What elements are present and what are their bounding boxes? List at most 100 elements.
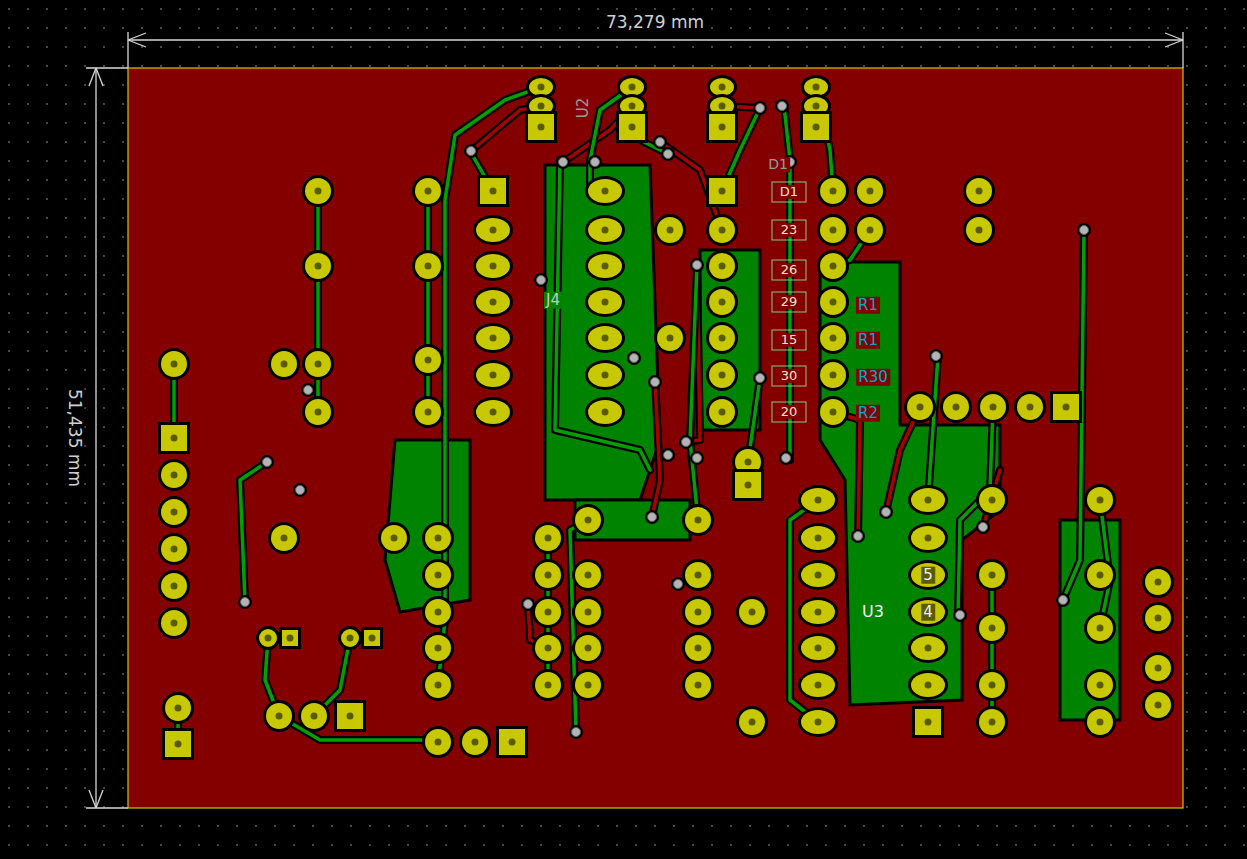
- reference-designator: R1: [856, 332, 880, 349]
- pad-clearance: [817, 175, 849, 207]
- pad-clearance: [654, 322, 686, 354]
- silkscreen-outline: [772, 182, 806, 202]
- via-clearance: [569, 725, 583, 739]
- drill-hole: [490, 409, 497, 416]
- pad-clearance: [908, 560, 948, 590]
- dimension-text: 51,435 mm: [66, 387, 85, 489]
- oval-pad: [801, 488, 835, 512]
- pad-clearance: [162, 728, 194, 760]
- drill-hole: [435, 572, 442, 579]
- part-number: 29: [779, 295, 800, 309]
- pad-clearance: [473, 287, 513, 317]
- pad: [1050, 391, 1082, 423]
- pad: [572, 669, 604, 701]
- pad: [736, 706, 768, 738]
- round-pad: [266, 703, 292, 729]
- pad-clearance: [706, 322, 738, 354]
- pad-clearance: [706, 214, 738, 246]
- square-pad: [619, 114, 645, 140]
- pad-clearance: [422, 726, 454, 758]
- pad: [158, 459, 190, 491]
- round-pad: [425, 635, 451, 661]
- pad-clearance: [412, 175, 444, 207]
- pad-clearance: [682, 504, 714, 536]
- pad-clearance: [279, 627, 301, 649]
- round-pad: [820, 325, 846, 351]
- pad-clearance: [334, 700, 366, 732]
- drill-hole: [602, 299, 609, 306]
- copper-trace: [833, 412, 860, 536]
- oval-pad: [801, 600, 835, 624]
- round-pad: [980, 394, 1006, 420]
- pad-clearance: [963, 214, 995, 246]
- pad-clearance: [158, 459, 190, 491]
- pad: [473, 323, 513, 353]
- via-clearance: [293, 483, 307, 497]
- via: [664, 150, 673, 159]
- pad: [817, 286, 849, 318]
- drill-hole: [435, 739, 442, 746]
- via: [854, 532, 863, 541]
- pad-clearance: [158, 496, 190, 528]
- via: [1080, 226, 1089, 235]
- drill-hole: [1155, 579, 1162, 586]
- pad: [459, 726, 491, 758]
- via-clearance: [1077, 223, 1091, 237]
- traces: [174, 87, 1110, 744]
- pad-clearance: [736, 596, 768, 628]
- round-pad: [1145, 605, 1171, 631]
- pad-clearance: [268, 522, 300, 554]
- pad-clearance: [977, 391, 1009, 423]
- pad-clearance: [473, 251, 513, 281]
- pad-clearance: [976, 612, 1008, 644]
- square-pad: [165, 731, 191, 757]
- round-pad: [161, 351, 187, 377]
- pad-clearance: [422, 596, 454, 628]
- square-pad: [282, 630, 298, 646]
- via-clearance: [521, 597, 535, 611]
- pad-clearance: [422, 559, 454, 591]
- part-number: 20: [779, 405, 800, 419]
- pad-clearance: [1084, 484, 1116, 516]
- pad: [302, 396, 334, 428]
- round-pad: [415, 253, 441, 279]
- pad-clearance: [162, 692, 194, 724]
- pad: [256, 626, 280, 650]
- round-pad: [575, 599, 601, 625]
- pad: [817, 250, 849, 282]
- via: [630, 354, 639, 363]
- drill-hole: [830, 299, 837, 306]
- silkscreen-outline: [772, 366, 806, 386]
- pad: [361, 627, 383, 649]
- pad: [654, 322, 686, 354]
- round-pad: [1087, 709, 1113, 735]
- drill-hole: [276, 713, 283, 720]
- via-clearance: [301, 383, 315, 397]
- drill-hole: [425, 357, 432, 364]
- oval-pad: [620, 78, 644, 96]
- pad: [477, 175, 509, 207]
- drill-hole: [719, 299, 726, 306]
- pad: [422, 726, 454, 758]
- drill-hole: [695, 682, 702, 689]
- drill-hole: [629, 103, 636, 110]
- pad: [572, 559, 604, 591]
- via: [467, 147, 476, 156]
- via: [693, 261, 702, 270]
- pad: [334, 700, 366, 732]
- round-pad: [165, 695, 191, 721]
- drill-hole: [719, 103, 726, 110]
- drill-hole: [585, 645, 592, 652]
- pad: [976, 612, 1008, 644]
- via-clearance: [588, 155, 602, 169]
- pad: [800, 111, 832, 143]
- round-pad: [685, 635, 711, 661]
- pad: [422, 596, 454, 628]
- via-clearance: [851, 529, 865, 543]
- pad: [302, 250, 334, 282]
- pad-clearance: [378, 522, 410, 554]
- dimension-line: [89, 790, 96, 808]
- pad-clearance: [817, 214, 849, 246]
- round-pad: [271, 525, 297, 551]
